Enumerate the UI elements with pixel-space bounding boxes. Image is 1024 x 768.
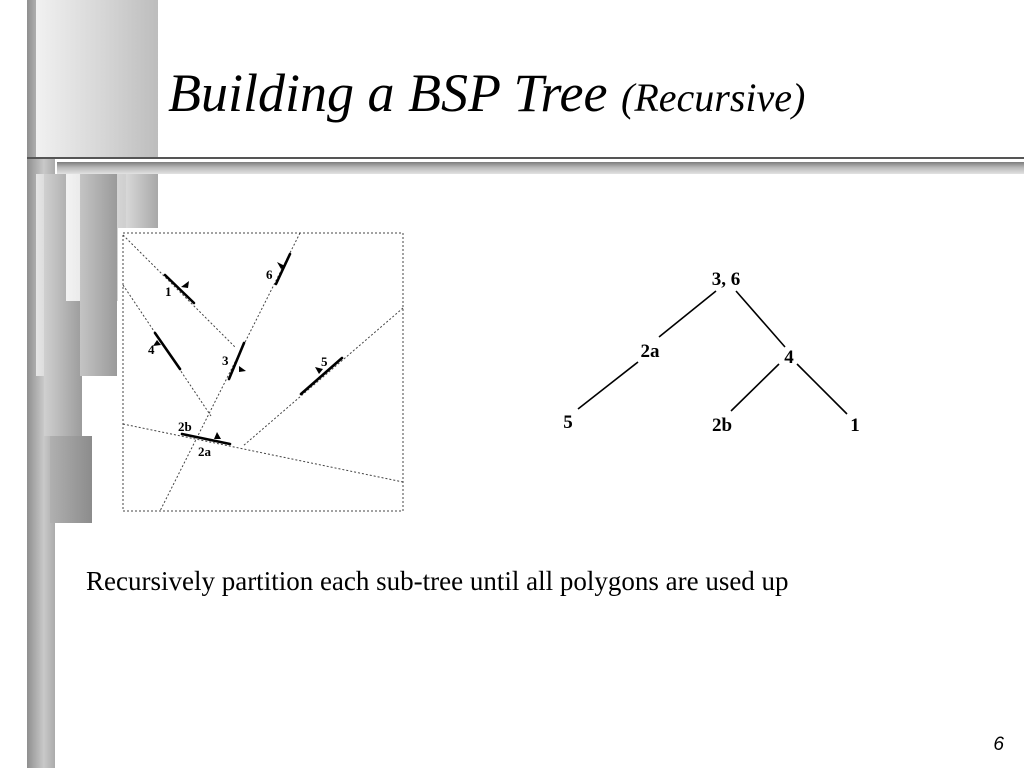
slide-title: Building a BSP Tree (Recursive) (168, 58, 805, 133)
label-1: 1 (165, 284, 172, 299)
figure-border (122, 232, 404, 512)
tree-node-4: 4 (784, 347, 794, 368)
label-2a: 2a (198, 444, 212, 459)
decor-bar-top (36, 0, 158, 157)
label-4: 4 (148, 342, 155, 357)
tree-node-2a: 2a (641, 341, 661, 362)
edge-2a-5 (577, 361, 639, 410)
tree-node-2b: 2b (712, 415, 732, 436)
figure-background (118, 228, 406, 516)
edge-4-2b (730, 363, 780, 412)
split-line-1 (122, 234, 237, 349)
title-rule-thin (27, 157, 1024, 159)
decor-bar-d (80, 174, 117, 376)
label-5: 5 (321, 354, 328, 369)
edge-4-1 (796, 363, 848, 415)
label-6: 6 (266, 267, 273, 282)
edge-root-2a (658, 290, 717, 338)
label-3: 3 (222, 353, 229, 368)
arrow-1 (181, 281, 189, 288)
label-2b: 2b (178, 419, 192, 434)
decor-bar-e (126, 174, 158, 229)
arrow-4 (153, 340, 161, 346)
title-rule-thick (57, 162, 1024, 174)
title-sub: (Recursive) (621, 75, 806, 120)
partition-figure: 1 6 4 3 5 2b 2a (118, 228, 406, 516)
tree-node-5: 5 (563, 412, 573, 433)
decor-bar-f (50, 436, 92, 523)
split-line-5 (242, 307, 404, 447)
arrow-5 (315, 367, 323, 374)
title-main: Building a BSP Tree (168, 63, 608, 123)
bsp-tree: 3, 6 2a 4 5 2b 1 (563, 269, 860, 436)
segment-1 (163, 273, 196, 305)
segment-2 (180, 432, 232, 446)
segment-5 (299, 356, 344, 396)
tree-node-root: 3, 6 (712, 269, 741, 290)
page-number: 6 (993, 734, 1004, 755)
arrow-3 (239, 366, 246, 372)
arrow-2 (214, 432, 221, 439)
segment-6 (274, 252, 292, 286)
arrow-6 (277, 262, 285, 269)
tree-node-1: 1 (850, 415, 860, 436)
edge-root-4 (735, 290, 786, 348)
body-text: Recursively partition each sub-tree unti… (86, 566, 789, 596)
segment-3 (227, 341, 246, 381)
segment-4 (153, 331, 182, 371)
